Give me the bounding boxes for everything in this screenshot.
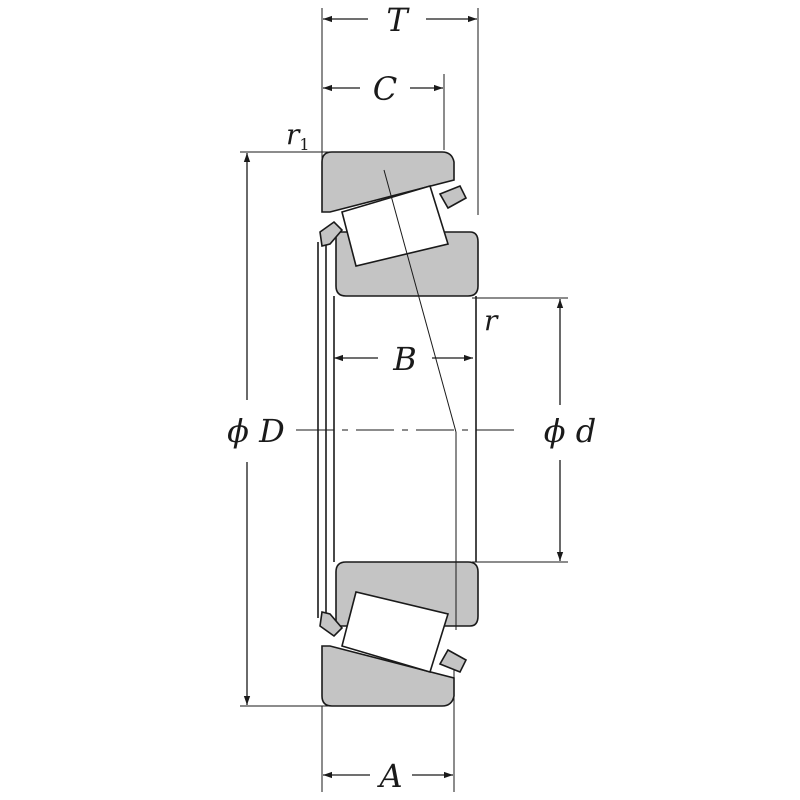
dimension-labels: T C r1 r B ϕ D ϕ d A [227, 1, 596, 795]
outer-ring-bottom [321, 645, 455, 707]
label-phid: ϕ d [544, 412, 596, 450]
label-T: T [386, 1, 410, 39]
label-C: C [373, 70, 397, 108]
label-phiD: ϕ D [227, 412, 285, 450]
label-r1-main: r [286, 118, 301, 151]
label-r1-sub: 1 [299, 135, 309, 154]
dimension-lines [243, 15, 564, 779]
label-r: r [484, 304, 499, 337]
label-B: B [392, 340, 417, 378]
label-A: A [376, 757, 402, 795]
label-r1: r1 [286, 118, 310, 154]
outer-ring-top [321, 151, 455, 213]
bearing-body [296, 151, 516, 707]
roller-top [341, 185, 450, 267]
roller-bottom [341, 591, 450, 673]
